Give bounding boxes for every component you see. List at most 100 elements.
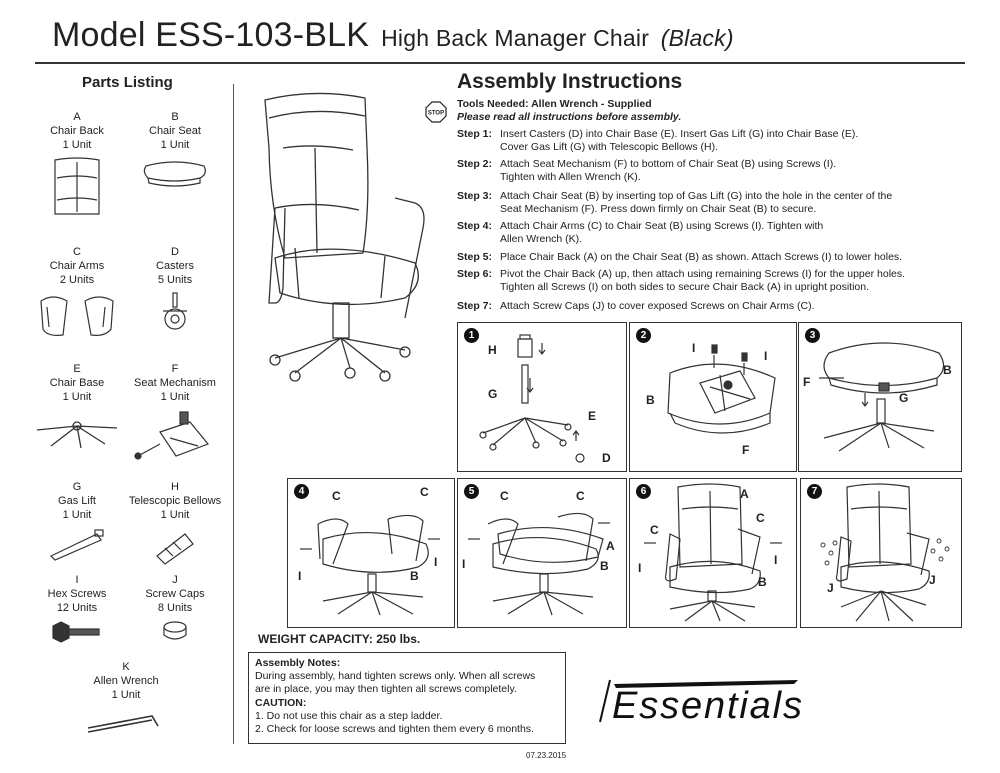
part-label-c: C bbox=[500, 489, 509, 503]
part-quantity: 1 Unit bbox=[111, 689, 141, 701]
assembly-step-4: Step 4:Attach Chair Arms (C) to Chair Se… bbox=[457, 220, 957, 246]
part-letter: I bbox=[75, 574, 79, 586]
part-label-g: G bbox=[899, 391, 909, 405]
product-name: High Back Manager Chair bbox=[381, 25, 650, 51]
step-text: Tighten all Screws (I) on both sides to … bbox=[500, 281, 870, 293]
back-pivot-diagram bbox=[644, 483, 782, 622]
part-name: Gas Lift bbox=[58, 495, 96, 507]
step-number-badge: 3 bbox=[805, 328, 820, 343]
part-label-h: H bbox=[488, 343, 497, 357]
part-letter: H bbox=[171, 481, 179, 493]
caution-item: 1. Do not use this chair as a step ladde… bbox=[255, 710, 443, 722]
step-label: Step 2: bbox=[457, 158, 493, 170]
step-panel-3: 3 B F G bbox=[798, 322, 962, 472]
part-name: Telescopic Bellows bbox=[128, 495, 222, 507]
seat-mechanism-diagram bbox=[667, 344, 776, 434]
assembly-notes-line: During assembly, hand tighten screws onl… bbox=[255, 670, 536, 682]
part-quantity: 1 Unit bbox=[62, 139, 92, 151]
document-title: Model ESS-103-BLK High Back Manager Chair… bbox=[52, 16, 734, 55]
part-quantity: 2 Units bbox=[59, 274, 95, 286]
step-number-badge: 5 bbox=[464, 484, 479, 499]
step-text: Insert Casters (D) into Chair Base (E). … bbox=[500, 128, 859, 140]
header-divider bbox=[35, 62, 965, 64]
assembly-step-5: Step 5: Place Chair Back (A) on the Chair… bbox=[457, 251, 957, 264]
step-label: Step 6: bbox=[457, 268, 493, 280]
caster-icon bbox=[120, 291, 230, 335]
hex-screw-icon bbox=[22, 619, 132, 647]
model-number: Model ESS-103-BLK bbox=[52, 16, 370, 54]
assembly-step-2: Step 2: Attach Seat Mechanism (F) to bott… bbox=[457, 158, 957, 184]
part-name: Casters bbox=[156, 260, 194, 272]
part-label-c: C bbox=[756, 511, 765, 525]
assembly-instructions-title: Assembly Instructions bbox=[457, 70, 683, 93]
step-text: Tighten with Allen Wrench (K). bbox=[500, 171, 641, 183]
caution-item: 2. Check for loose screws and tighten th… bbox=[255, 723, 534, 735]
part-label-i: I bbox=[462, 557, 466, 571]
part-letter: D bbox=[171, 246, 179, 258]
part-label-j: J bbox=[827, 581, 834, 595]
part-label-i: I bbox=[774, 553, 778, 567]
screw-cap-icon bbox=[120, 619, 230, 645]
part-name: Chair Base bbox=[49, 377, 105, 389]
part-quantity: 1 Unit bbox=[62, 391, 92, 403]
step-text: Attach Seat Mechanism (F) to bottom of C… bbox=[500, 158, 837, 170]
part-label-i: I bbox=[692, 341, 696, 355]
part-label-c: C bbox=[650, 523, 659, 537]
part-name: Allen Wrench bbox=[93, 675, 159, 687]
part-label-e: E bbox=[588, 409, 597, 423]
part-letter: K bbox=[122, 661, 130, 673]
assembly-notes-line: are in place, you may then tighten all s… bbox=[255, 683, 517, 695]
caution-title: CAUTION: bbox=[255, 697, 307, 709]
step-panel-4: 4 C C I I B bbox=[287, 478, 455, 628]
part-label-b: B bbox=[646, 393, 655, 407]
gas-lift-icon bbox=[22, 526, 132, 562]
part-label-c: C bbox=[332, 489, 341, 503]
part-item-a: A Chair Back 1 Unit bbox=[22, 110, 132, 218]
part-letter: C bbox=[73, 246, 81, 258]
bellows-icon bbox=[120, 526, 230, 566]
step-text: Seat Mechanism (F). Press down firmly on… bbox=[500, 203, 817, 215]
part-label-b: B bbox=[943, 363, 952, 377]
stop-sign-text: STOP bbox=[428, 111, 444, 117]
allen-wrench-icon bbox=[71, 706, 181, 734]
back-placement-diagram bbox=[468, 512, 610, 616]
part-name: Seat Mechanism bbox=[134, 377, 216, 389]
step-text: Pivot the Chair Back (A) up, then attach… bbox=[500, 268, 906, 280]
part-label-c: C bbox=[420, 485, 429, 499]
tools-needed: Tools Needed: Allen Wrench - Supplied Pl… bbox=[457, 98, 681, 124]
step-text: Place Chair Back (A) on the Chair Seat (… bbox=[500, 251, 903, 263]
part-label-i: I bbox=[434, 555, 438, 569]
step-text: Attach Screw Caps (J) to cover exposed S… bbox=[500, 300, 815, 312]
part-label-d: D bbox=[602, 451, 611, 465]
part-label-f: F bbox=[742, 443, 750, 457]
step-label: Step 7: bbox=[457, 300, 493, 312]
part-label-b: B bbox=[600, 559, 609, 573]
part-label-i: I bbox=[298, 569, 302, 583]
part-letter: A bbox=[73, 111, 81, 123]
part-letter: E bbox=[73, 363, 81, 375]
arms-attach-diagram bbox=[300, 514, 440, 616]
assembly-notes-title: Assembly Notes: bbox=[255, 657, 341, 669]
step-text: Allen Wrench (K). bbox=[500, 233, 583, 245]
part-label-a: A bbox=[606, 539, 615, 553]
part-name: Chair Seat bbox=[149, 125, 201, 137]
step-label: Step 5: bbox=[457, 251, 493, 263]
assembled-chair-illustration bbox=[264, 92, 425, 382]
product-color: (Black) bbox=[660, 25, 734, 51]
part-letter: B bbox=[171, 111, 179, 123]
step-number-badge: 7 bbox=[807, 484, 822, 499]
parts-listing-title: Parts Listing bbox=[82, 74, 173, 91]
part-quantity: 5 Units bbox=[157, 274, 193, 286]
step-number-badge: 4 bbox=[294, 484, 309, 499]
chair-seat-icon bbox=[120, 156, 230, 190]
part-item-d: D Casters 5 Units bbox=[120, 245, 230, 335]
assembly-notes-box: Assembly Notes: During assembly, hand ti… bbox=[248, 652, 566, 744]
part-label-c: C bbox=[576, 489, 585, 503]
part-name: Chair Back bbox=[50, 125, 104, 137]
read-instructions-warning: Please read all instructions before asse… bbox=[457, 111, 682, 123]
